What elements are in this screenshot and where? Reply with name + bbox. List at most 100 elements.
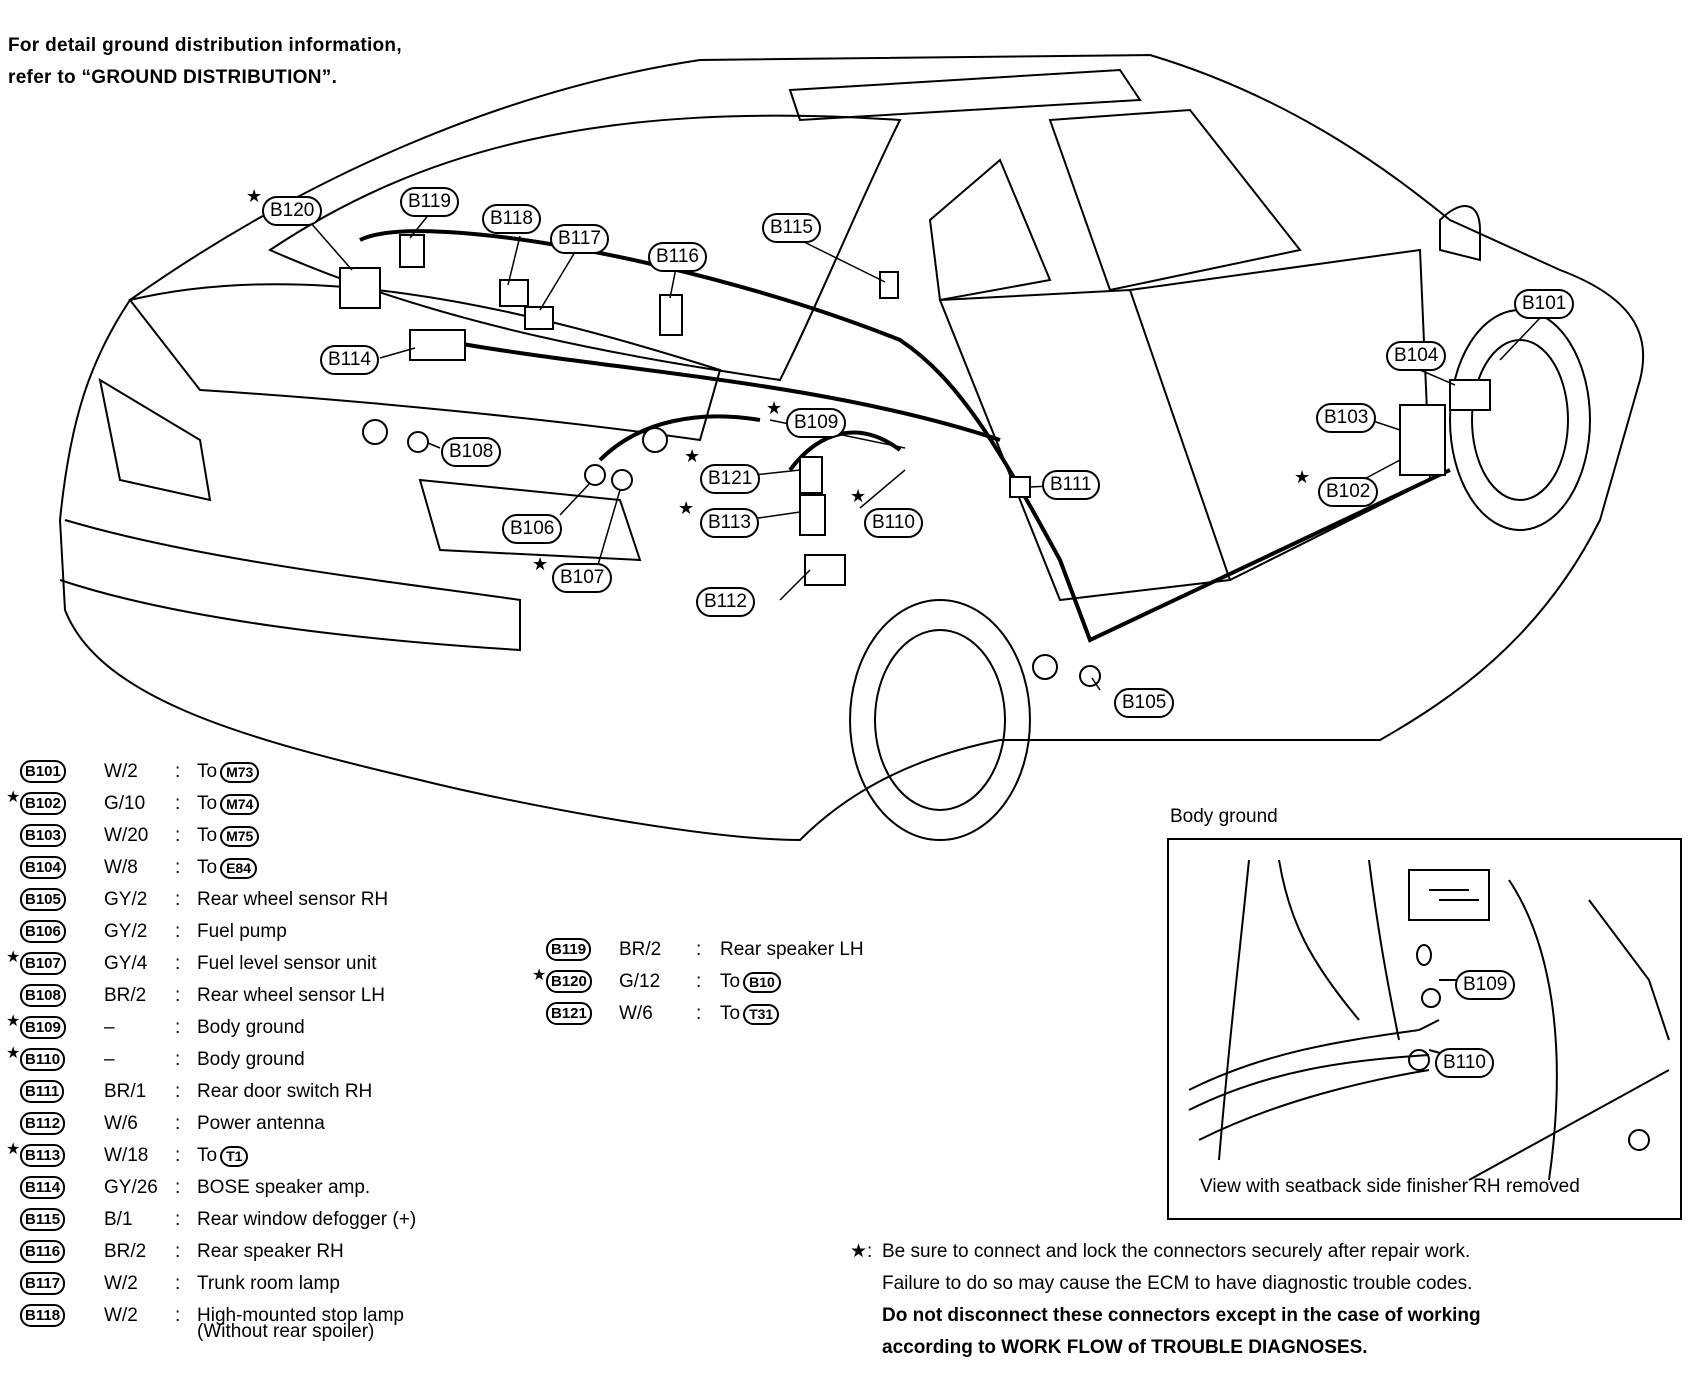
legend-description-text: Rear wheel sensor RH	[197, 889, 389, 910]
legend-wire-spec: W/6	[619, 1003, 653, 1024]
legend-description: Rear wheel sensor RH	[197, 885, 388, 915]
body-ground-callout-b110: B110	[1435, 1048, 1494, 1078]
legend-colon: :	[175, 761, 181, 782]
legend-wire-spec: –	[104, 1017, 115, 1038]
legend-target-connector: M74	[220, 794, 260, 815]
legend-description-text: Rear speaker LH	[720, 939, 864, 960]
legend-colon: :	[175, 1017, 181, 1038]
legend-description-text: To	[720, 971, 741, 992]
legend-star: ★	[6, 789, 21, 806]
legend-description-text: Fuel pump	[197, 921, 287, 942]
body-ground-illustration	[1188, 859, 1670, 1181]
legend-wire-spec: BR/2	[104, 985, 147, 1006]
legend-description: Rear window defogger (+)	[197, 1205, 416, 1235]
legend-description: Power antenna	[197, 1109, 325, 1139]
legend-description-text: To	[197, 825, 218, 846]
legend-colon: :	[696, 971, 702, 992]
callout-b115: B115	[762, 213, 821, 243]
legend-target-connector: M73	[220, 762, 260, 783]
legend-connector-code: B114	[20, 1176, 66, 1199]
header-note: For detail ground distribution informati…	[8, 30, 402, 94]
star-b120: ★	[246, 186, 263, 206]
legend-connector-code: B103	[20, 824, 66, 847]
callout-b114: B114	[320, 345, 379, 375]
legend-star: ★	[6, 949, 21, 966]
legend-description-text: Power antenna	[197, 1113, 325, 1134]
legend-colon: :	[175, 953, 181, 974]
legend-colon: :	[175, 857, 181, 878]
legend-description-text: To	[197, 857, 218, 878]
legend-target-connector: T31	[743, 1004, 780, 1025]
legend-description: High-mounted stop lamp	[197, 1301, 404, 1331]
legend-colon: :	[696, 939, 702, 960]
legend-extra-desc: (Without rear spoiler)	[197, 1321, 375, 1342]
header-line-2: refer to “GROUND DISTRIBUTION”.	[8, 67, 338, 88]
legend-connector-code: B121	[546, 1002, 592, 1025]
legend-connector-code: B105	[20, 888, 66, 911]
rear-wheel	[849, 599, 1031, 841]
legend-connector-code: B111	[20, 1080, 65, 1103]
legend-connector-code: B117	[20, 1272, 66, 1295]
legend-connector-code: B120	[546, 970, 592, 993]
body-ground-callout-b109: B109	[1455, 970, 1516, 1000]
star-b107: ★	[532, 554, 549, 574]
star-b109: ★	[766, 398, 783, 418]
legend-wire-spec: BR/2	[104, 1241, 147, 1262]
legend-target-connector: M75	[220, 826, 260, 847]
legend-colon: :	[175, 1113, 181, 1134]
legend-star: ★	[6, 1045, 21, 1062]
legend-wire-spec: W/8	[104, 857, 138, 878]
legend-colon: :	[175, 1049, 181, 1070]
rear-window	[267, 114, 902, 382]
legend-wire-spec: B/1	[104, 1209, 133, 1230]
callout-b120: B120	[262, 196, 323, 226]
legend-description: Body ground	[197, 1045, 305, 1075]
callout-b117: B117	[550, 224, 609, 254]
legend-description-text: Rear window defogger (+)	[197, 1209, 417, 1230]
callout-b102: B102	[1318, 477, 1379, 507]
callout-b110: B110	[864, 508, 923, 538]
legend-description: Body ground	[197, 1013, 305, 1043]
legend-wire-spec: GY/4	[104, 953, 148, 974]
legend-description: Trunk room lamp	[197, 1269, 340, 1299]
callout-b105: B105	[1114, 688, 1175, 718]
callout-b113: B113	[700, 508, 759, 538]
connector-blocks	[339, 234, 1491, 687]
legend-wire-spec: G/12	[619, 971, 661, 992]
legend-description: Rear speaker LH	[720, 935, 864, 965]
legend-colon: :	[175, 1241, 181, 1262]
legend-wire-spec: BR/1	[104, 1081, 147, 1102]
legend-connector-code: B110	[20, 1048, 66, 1071]
legend-wire-spec: GY/2	[104, 889, 148, 910]
legend-colon: :	[175, 1145, 181, 1166]
legend-connector-code: B113	[20, 1144, 66, 1167]
legend-description-text: To	[197, 1145, 218, 1166]
legend-description-text: High-mounted stop lamp	[197, 1305, 404, 1326]
legend-connector-code: B101	[20, 760, 66, 783]
legend-connector-code: B107	[20, 952, 66, 975]
legend-description-text: To	[720, 1003, 741, 1024]
legend-wire-spec: W/2	[104, 1273, 138, 1294]
callout-b119: B119	[400, 187, 459, 217]
legend-description-text: To	[197, 761, 218, 782]
rear-door	[938, 288, 1232, 602]
legend-connector-code: B106	[20, 920, 66, 943]
legend-colon: :	[175, 889, 181, 910]
car-body-outline	[58, 53, 1645, 842]
body-ground-inset: B109 B110	[1167, 838, 1682, 1220]
legend-connector-code: B116	[20, 1240, 66, 1263]
legend-description-text: Rear speaker RH	[197, 1241, 344, 1262]
body-ground-label: Body ground	[1170, 806, 1278, 827]
note-star-prefix: ★:	[850, 1241, 873, 1262]
legend-connector-code: B119	[546, 938, 592, 961]
legend-colon: :	[175, 1209, 181, 1230]
legend-wire-spec: W/20	[104, 825, 149, 846]
note-line-4: according to WORK FLOW of TROUBLE DIAGNO…	[882, 1337, 1368, 1358]
mirror	[1439, 205, 1481, 262]
legend-description-text: BOSE speaker amp.	[197, 1177, 371, 1198]
legend-description-text: Trunk room lamp	[197, 1273, 340, 1294]
